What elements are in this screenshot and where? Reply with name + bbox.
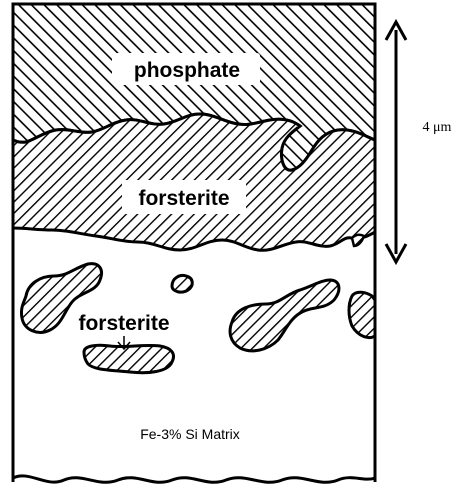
- matrix-label: Fe-3% Si Matrix: [140, 426, 240, 442]
- forsterite-inclusion-label: forsterite: [78, 312, 169, 335]
- phosphate-label: phosphate: [134, 59, 240, 82]
- scale-bar-arrow: [386, 22, 406, 262]
- forsterite-layer-label: forsterite: [138, 187, 229, 210]
- inclusion-small-oval: [172, 275, 192, 292]
- scale-bar-label: 4 μm: [423, 120, 452, 135]
- inclusion-bottom-left: [84, 345, 174, 372]
